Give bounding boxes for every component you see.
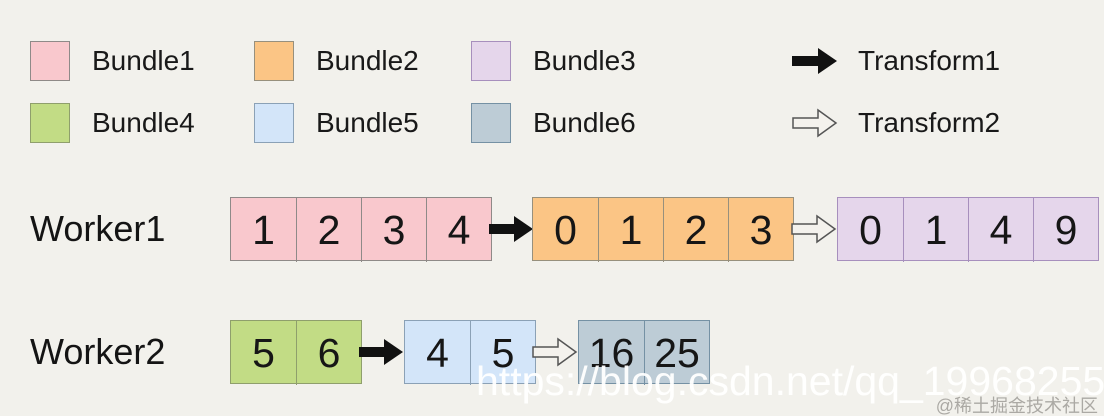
bundle-cell: 3 <box>728 198 793 262</box>
bundle-cell: 1 <box>903 198 968 262</box>
legend-label-bundle6: Bundle6 <box>533 107 636 138</box>
solid-arrow-icon <box>792 47 838 75</box>
bundle-cell: 3 <box>361 198 426 262</box>
bundle-cell: 5 <box>252 329 275 376</box>
worker1-bundle3-row: 0 1 4 9 <box>837 197 1099 262</box>
legend-label-bundle1: Bundle1 <box>92 45 195 76</box>
bundle3-swatch <box>471 41 511 81</box>
bundle-cell: 16 <box>588 329 635 376</box>
legend-item-bundle5: Bundle5 <box>254 103 419 143</box>
bundle6-swatch <box>471 103 511 143</box>
bundle-cell: 0 <box>554 206 577 253</box>
legend-item-bundle2: Bundle2 <box>254 41 419 81</box>
worker2-bundle4-row: 5 6 <box>230 320 362 385</box>
legend-label-transform1: Transform1 <box>858 45 1001 76</box>
legend-label-bundle3: Bundle3 <box>533 45 636 76</box>
bundle2-swatch <box>254 41 294 81</box>
worker1-transform1-solid-arrow-icon <box>489 215 534 248</box>
outline-arrow-icon <box>792 108 838 138</box>
bundle-cell: 4 <box>426 198 491 262</box>
worker1-bundle2-row: 0 1 2 3 <box>532 197 794 262</box>
legend-item-bundle4: Bundle4 <box>30 103 195 143</box>
bundle-cell: 25 <box>644 321 709 385</box>
juejin-watermark-attribution: @稀土掘金技术社区 <box>935 396 1098 416</box>
bundle-cell: 1 <box>598 198 663 262</box>
worker2-transform1-solid-arrow-icon <box>359 338 404 371</box>
bundle1-swatch <box>30 41 70 81</box>
bundle-cell: 6 <box>296 321 361 385</box>
worker1-transform2-outline-arrow-icon <box>791 214 837 249</box>
legend-label-bundle2: Bundle2 <box>316 45 419 76</box>
worker1-label: Worker1 <box>30 208 166 249</box>
worker1-bundle1-row: 1 2 3 4 <box>230 197 492 262</box>
worker2-label: Worker2 <box>30 331 166 372</box>
worker2-bundle5-row: 4 5 <box>404 320 536 385</box>
legend-item-bundle6: Bundle6 <box>471 103 636 143</box>
legend-label-transform2: Transform2 <box>858 107 1001 138</box>
bundle-cell: 4 <box>426 329 449 376</box>
legend-item-transform2: Transform2 <box>792 103 1000 143</box>
bundle-cell: 2 <box>296 198 361 262</box>
bundle-cell: 0 <box>859 206 882 253</box>
worker2-bundle6-row: 16 25 <box>578 320 710 385</box>
bundle-cell: 2 <box>663 198 728 262</box>
bundle-cell: 9 <box>1033 198 1098 262</box>
legend-item-bundle1: Bundle1 <box>30 41 195 81</box>
bundle-cell: 1 <box>252 206 275 253</box>
legend-item-transform1: Transform1 <box>792 41 1000 81</box>
bundle5-swatch <box>254 103 294 143</box>
bundle-cell: 4 <box>968 198 1033 262</box>
bundle-cell: 5 <box>470 321 535 385</box>
csdn-watermark-url: https://blog.csdn.net/qq_19968255 <box>476 358 1104 404</box>
legend-label-bundle4: Bundle4 <box>92 107 195 138</box>
legend-item-bundle3: Bundle3 <box>471 41 636 81</box>
bundle4-swatch <box>30 103 70 143</box>
worker2-transform2-outline-arrow-icon <box>532 337 578 372</box>
legend-label-bundle5: Bundle5 <box>316 107 419 138</box>
